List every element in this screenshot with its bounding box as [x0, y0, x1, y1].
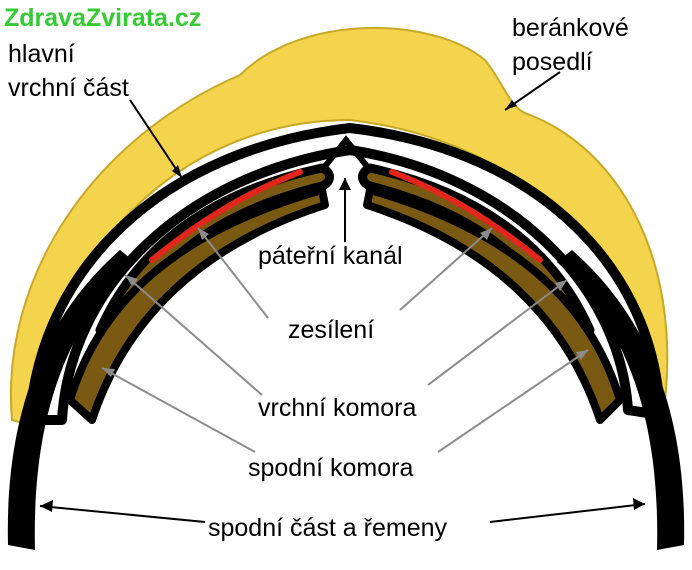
- right-reinforcement: [389, 169, 543, 263]
- bottom-strap-left: [7, 250, 135, 550]
- label-lower-chamber: spodní komora: [248, 454, 413, 482]
- label-saddle-line1: beránkové: [512, 14, 629, 42]
- arrowhead-bottom-left: [40, 500, 53, 512]
- arrowhead-upper-right: [555, 280, 567, 291]
- label-spinal-channel: páteřní kanál: [258, 242, 403, 270]
- label-upper-chamber: vrchní komora: [258, 394, 416, 422]
- label-main-top-line1: hlavní: [8, 40, 75, 68]
- arrowhead-reinforce-right: [480, 228, 492, 240]
- label-bottom-straps: spodní část a řemeny: [208, 514, 448, 542]
- sheepskin-layer: [9, 26, 669, 427]
- lower-right-chamber: [363, 186, 624, 424]
- watermark-text: ZdravaZvirata.cz: [4, 4, 201, 32]
- pointer-upper-right: [427, 279, 568, 386]
- left-reinforcement: [149, 169, 303, 263]
- spinal-channel-notch: [319, 135, 373, 172]
- arrowhead-saddle: [505, 100, 517, 110]
- arrowhead-spinal: [339, 178, 351, 190]
- label-reinforcement: zesílení: [288, 316, 374, 344]
- pointer-lower-right: [437, 349, 589, 453]
- label-saddle-line2: posedlí: [512, 48, 593, 76]
- pointer-reinforce-left: [197, 227, 269, 319]
- pointer-lines: [39, 71, 646, 523]
- lower-left-chamber: [66, 186, 329, 424]
- pointer-main-top: [129, 99, 183, 179]
- pointer-arrowheads: [40, 100, 645, 512]
- arrowhead-lower-left: [102, 368, 115, 377]
- pointer-bottom-left: [39, 505, 206, 523]
- pointer-reinforce-right: [399, 227, 493, 311]
- arrowhead-upper-left: [125, 275, 138, 286]
- arrowhead-lower-right: [576, 350, 588, 360]
- bottom-strap-right: [557, 250, 685, 550]
- pointer-lower-left: [101, 367, 256, 453]
- arrowhead-main-top: [172, 165, 182, 178]
- pointer-upper-left: [124, 274, 263, 396]
- pointer-bottom-right: [489, 503, 646, 523]
- arrowhead-bottom-right: [633, 498, 645, 510]
- arrowhead-reinforce-left: [198, 228, 209, 240]
- label-main-top-line2: vrchní část: [8, 74, 129, 102]
